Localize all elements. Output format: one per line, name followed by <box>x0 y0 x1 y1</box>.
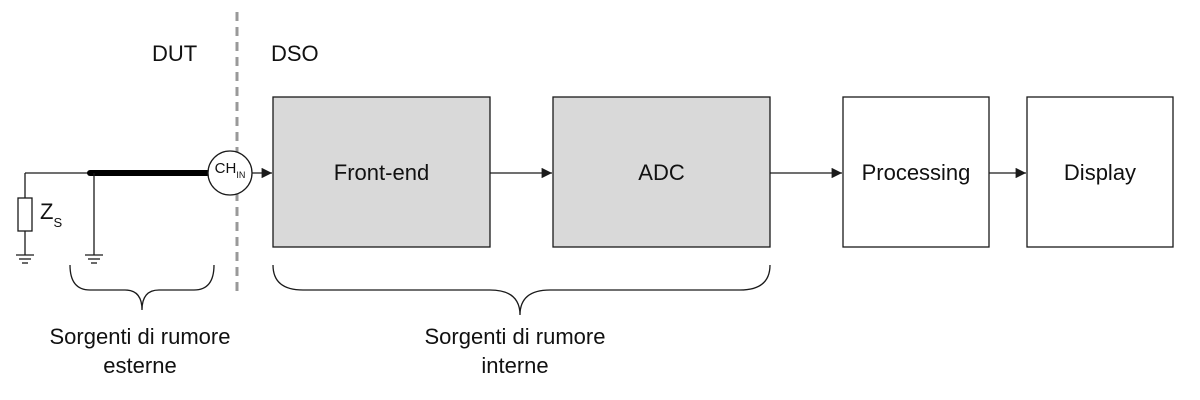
ground-symbol-source <box>16 254 34 264</box>
impedance-z-text: Z <box>40 199 54 224</box>
adc-block <box>552 96 771 248</box>
external-noise-line1: Sorgenti di rumore <box>49 324 231 349</box>
external-noise-brace <box>69 264 215 311</box>
external-noise-line2: esterne <box>103 353 177 378</box>
external-noise-annotation: Sorgenti di rumore esterne <box>20 322 260 380</box>
channel-ch-text: CH <box>214 160 237 177</box>
internal-noise-line2: interne <box>481 353 549 378</box>
channel-in-subscript: IN <box>236 170 246 180</box>
display-block <box>1026 96 1174 248</box>
dso-label: DSO <box>271 41 319 66</box>
internal-noise-line1: Sorgenti di rumore <box>424 324 606 349</box>
processing-block <box>842 96 990 248</box>
internal-noise-annotation: Sorgenti di rumore interne <box>395 322 635 380</box>
channel-input-label: CHIN <box>208 160 252 180</box>
impedance-zs-resistor <box>17 197 33 232</box>
front-end-block <box>272 96 491 248</box>
internal-noise-brace <box>272 264 771 316</box>
front-end-label: Front-end <box>333 160 430 185</box>
ground-symbol-cable <box>85 254 103 264</box>
adc-label: ADC <box>638 160 685 185</box>
impedance-s-subscript: S <box>53 215 63 230</box>
display-label: Display <box>1063 160 1137 185</box>
dut-label: DUT <box>152 41 198 66</box>
impedance-zs-label: ZS <box>40 199 63 230</box>
processing-label: Processing <box>861 160 971 185</box>
